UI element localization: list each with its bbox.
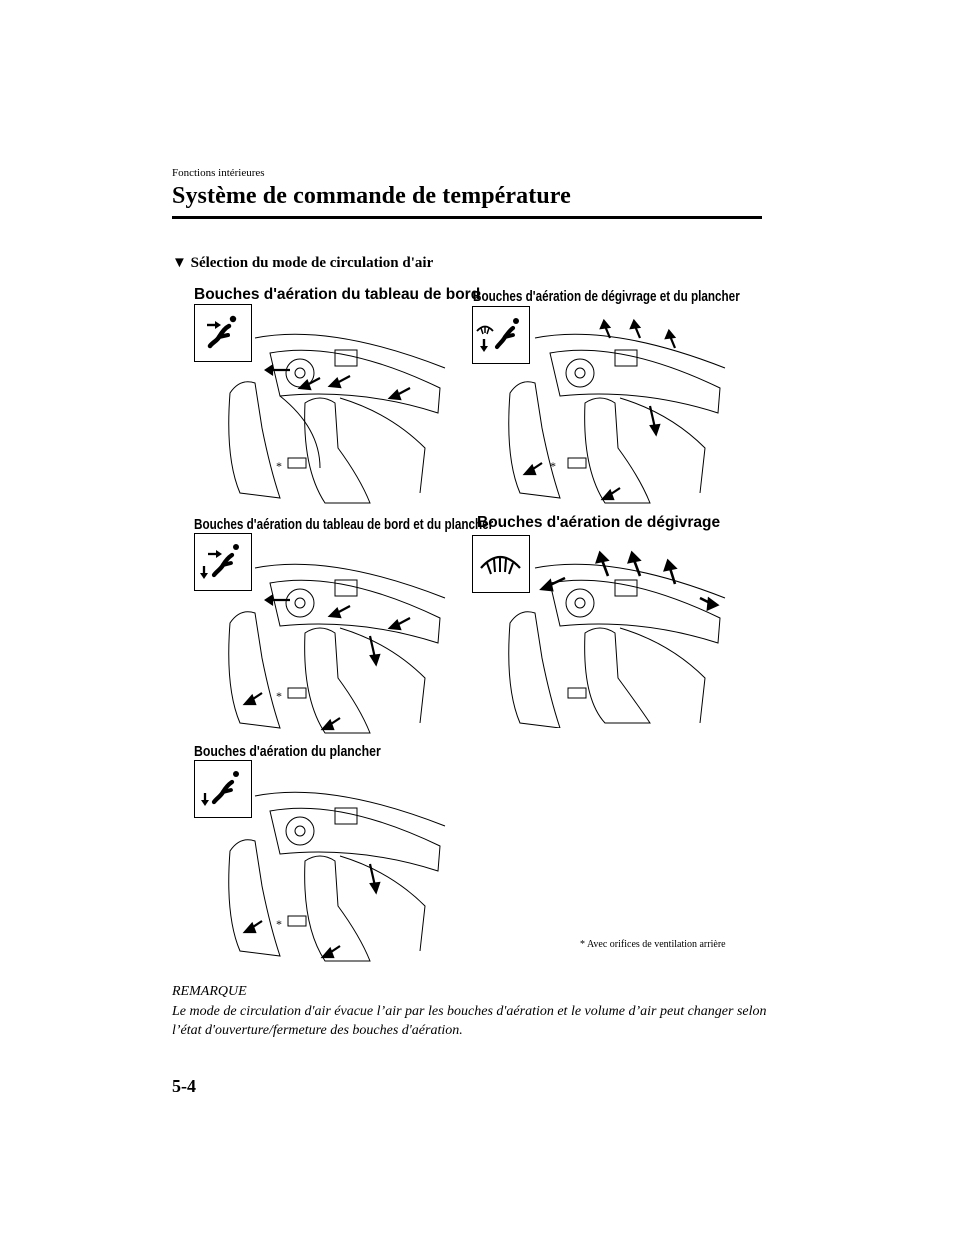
footnote: * Avec orifices de ventilation arrière bbox=[580, 939, 726, 950]
mode-label-defrost-floor: Bouches d'aération de dégivrage et du pl… bbox=[473, 288, 740, 305]
asterisk-mark: * bbox=[276, 689, 282, 703]
car-interior-illustration-defrost-floor: * bbox=[490, 318, 730, 508]
remark-heading: REMARQUE bbox=[172, 984, 247, 1000]
asterisk-mark: * bbox=[276, 917, 282, 931]
asterisk-mark: * bbox=[276, 459, 282, 473]
car-interior-illustration-dashboard-floor: * bbox=[210, 548, 450, 738]
remark-text: Le mode de circulation d'air évacue l’ai… bbox=[172, 1002, 772, 1040]
mode-label-floor: Bouches d'aération du plancher bbox=[194, 743, 381, 760]
car-interior-illustration-floor: * bbox=[210, 776, 450, 966]
car-interior-illustration-defrost bbox=[490, 548, 730, 728]
mode-label-dashboard: Bouches d'aération du tableau de bord bbox=[194, 286, 480, 304]
car-interior-illustration-dashboard: * bbox=[210, 318, 450, 508]
title-divider bbox=[172, 216, 762, 219]
mode-label-defrost: Bouches d'aération de dégivrage bbox=[477, 514, 720, 532]
asterisk-mark: * bbox=[550, 459, 556, 473]
subheading: ▼ Sélection du mode de circulation d'air bbox=[172, 255, 433, 272]
mode-label-dashboard-floor: Bouches d'aération du tableau de bord et… bbox=[194, 516, 493, 533]
page-number: 5-4 bbox=[172, 1076, 196, 1097]
page-title: Système de commande de température bbox=[172, 183, 571, 210]
section-kicker: Fonctions intérieures bbox=[172, 167, 265, 179]
